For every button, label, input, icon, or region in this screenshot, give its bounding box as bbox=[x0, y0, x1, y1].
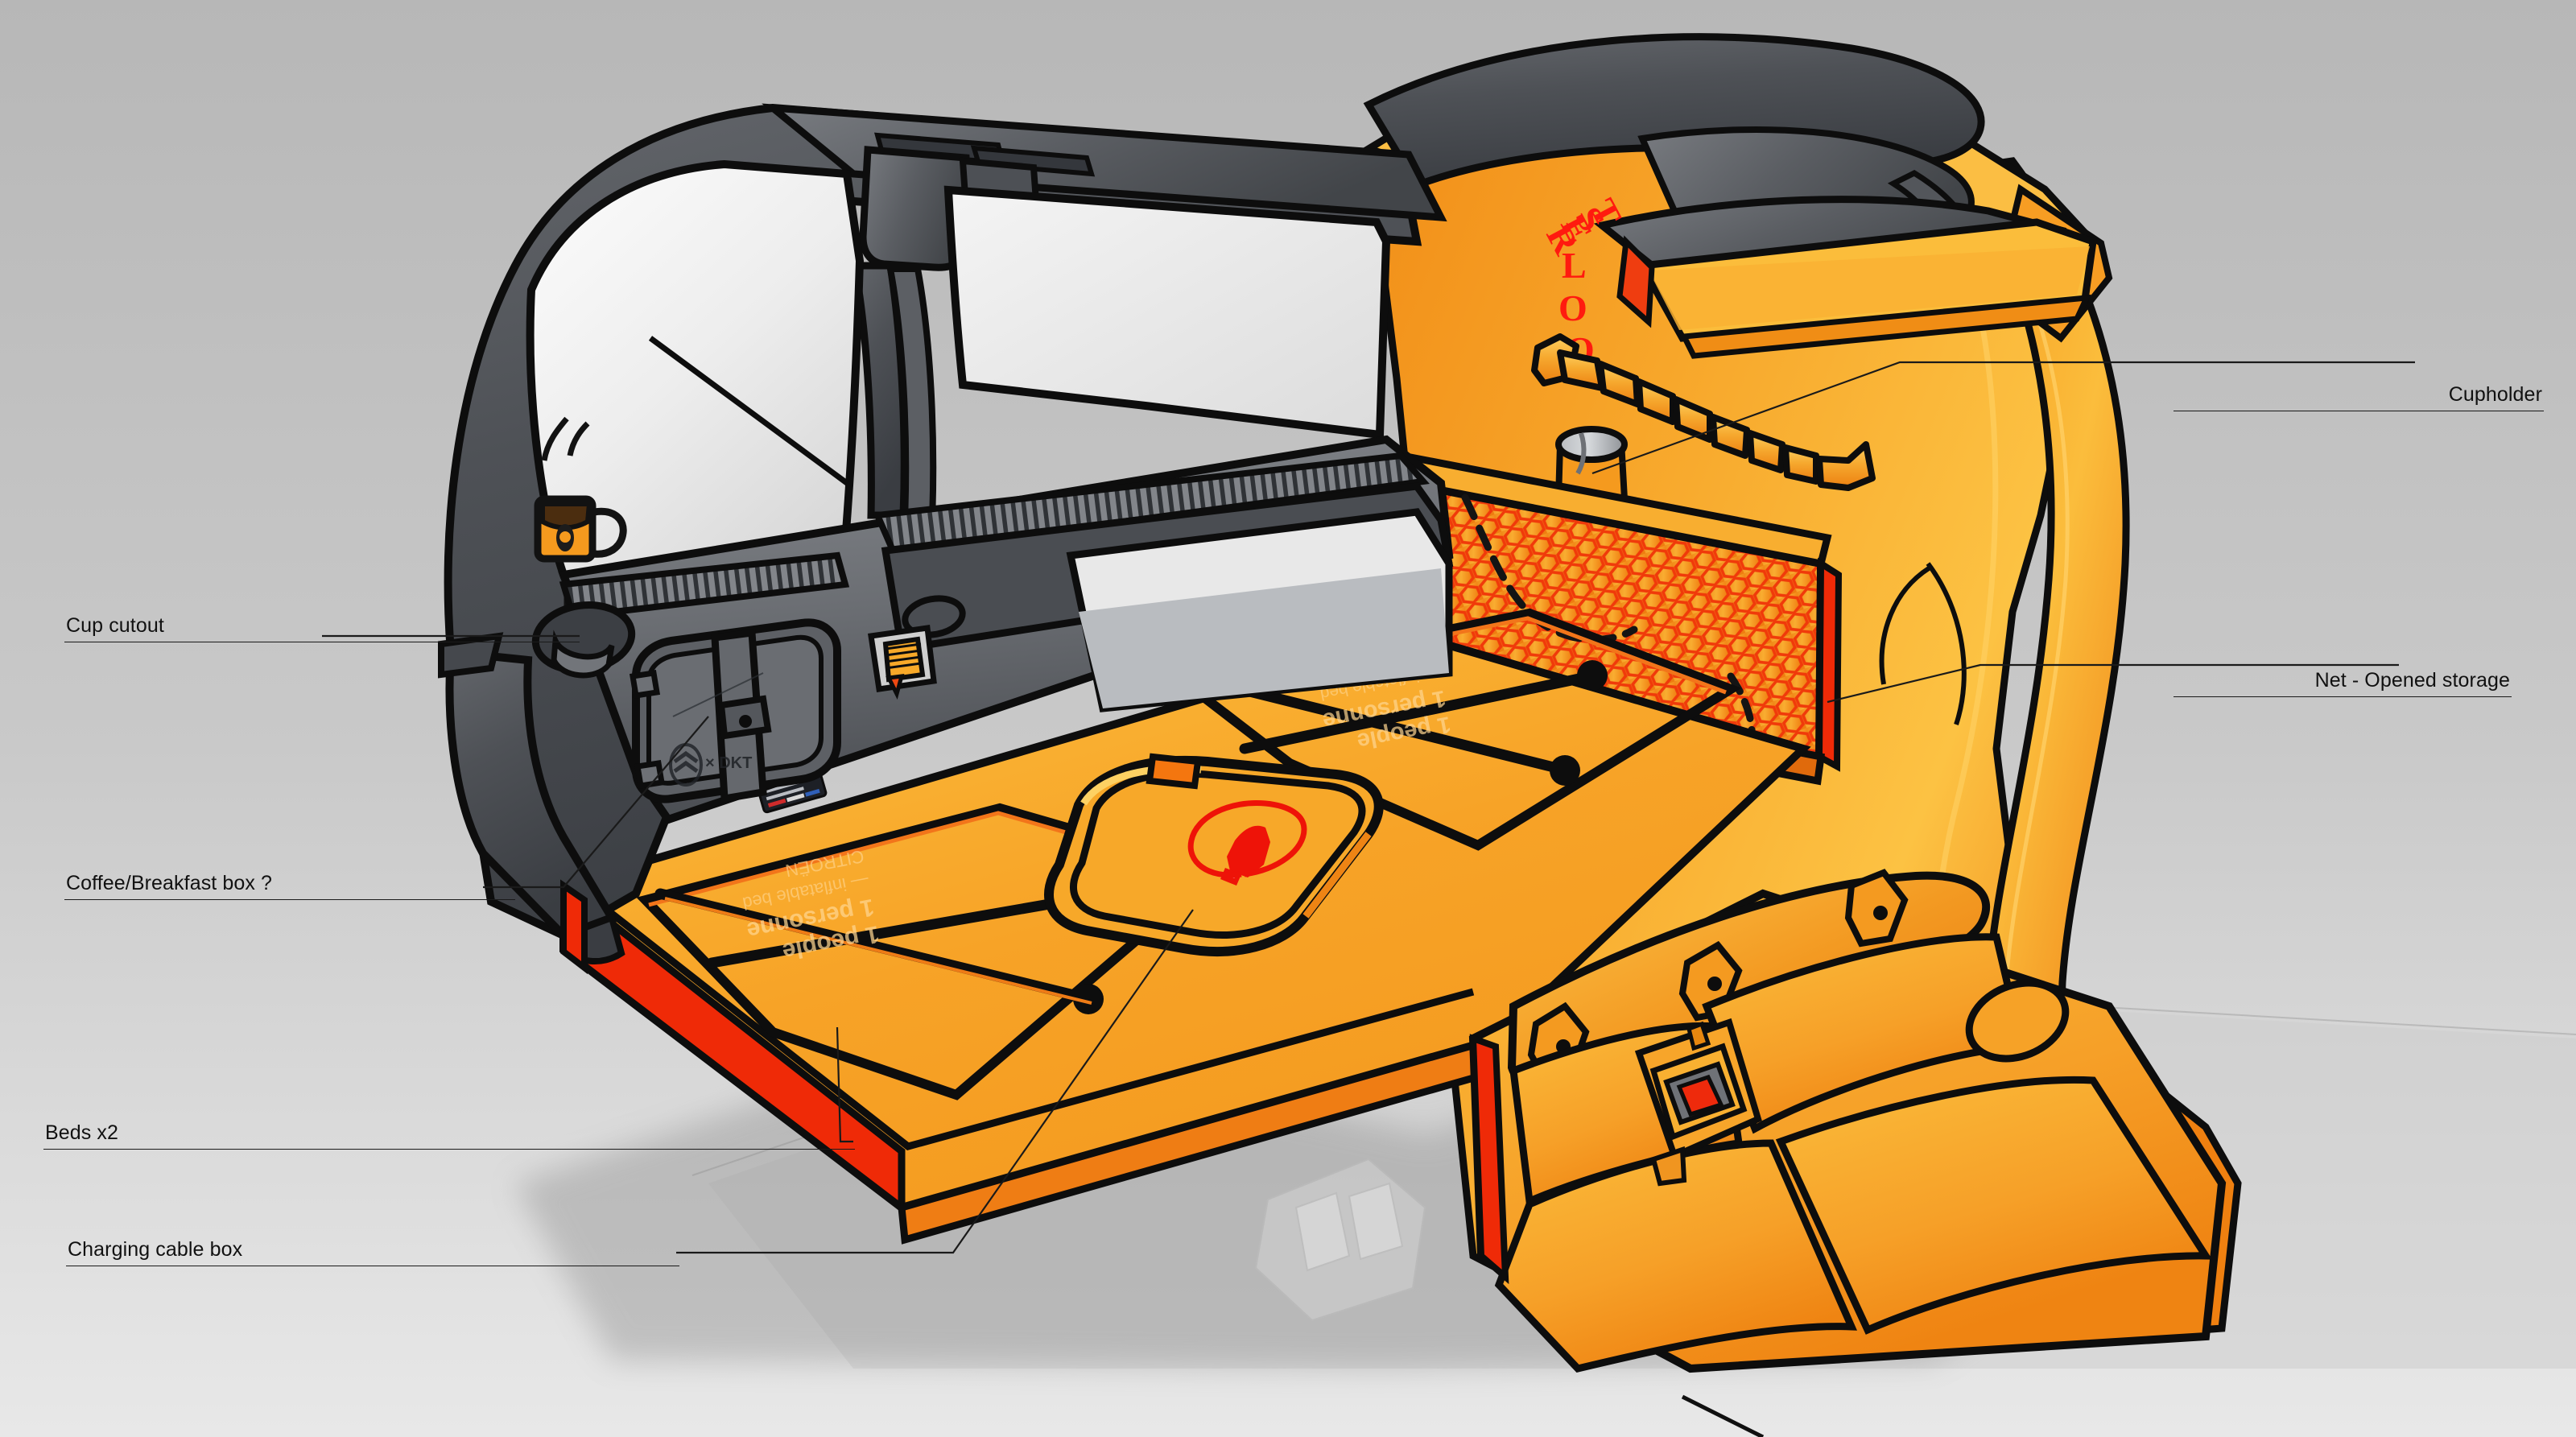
parcel-shelf bbox=[1593, 196, 2097, 359]
callout-label: Net - Opened storage bbox=[2314, 669, 2510, 692]
dash-boss bbox=[902, 595, 966, 638]
leader-charging-box bbox=[676, 909, 1194, 1254]
citroen-chevrons-icon bbox=[669, 743, 703, 787]
callout-label: Cup cutout bbox=[66, 614, 164, 637]
leader-beds bbox=[836, 1026, 853, 1143]
callout-charging-cable-box: Charging cable box bbox=[66, 1240, 679, 1266]
callout-label: Beds x2 bbox=[45, 1121, 119, 1144]
coffee-breakfast-box[interactable]: × DKT bbox=[629, 618, 841, 803]
leader-cupholder bbox=[1591, 361, 2415, 475]
cabin-structure: × DKT bbox=[438, 103, 1454, 964]
vent-louvers bbox=[873, 452, 1430, 556]
power-plug-icon bbox=[1187, 799, 1307, 886]
modular-strap-rail bbox=[1531, 333, 1876, 491]
side-cup-recess bbox=[1965, 979, 2070, 1063]
charging-cable-box[interactable] bbox=[1044, 753, 1384, 956]
glass-reflection-line bbox=[648, 336, 849, 485]
coffee-mug-icon bbox=[534, 416, 627, 621]
ground-edge-line bbox=[1681, 1394, 1765, 1437]
svg-text:O: O bbox=[1558, 287, 1587, 328]
callout-rule bbox=[64, 899, 515, 900]
callout-label: Charging cable box bbox=[68, 1238, 243, 1261]
callout-rule bbox=[43, 1149, 855, 1150]
cup-cutout[interactable] bbox=[531, 599, 636, 679]
platform-edge-trim bbox=[560, 879, 588, 975]
dash-slot-item bbox=[868, 625, 937, 700]
callout-label: Coffee/Breakfast box ? bbox=[66, 872, 273, 894]
floor-object bbox=[1254, 1158, 1426, 1322]
left-window-glass bbox=[526, 159, 865, 601]
callout-coffee-breakfast-box: Coffee/Breakfast box ? bbox=[64, 873, 515, 900]
leader-coffee-box bbox=[483, 716, 709, 889]
callout-cup-cutout: Cup cutout bbox=[64, 616, 580, 642]
console-brand-mark: × DKT bbox=[705, 754, 752, 772]
callout-net-opened-storage: Net - Opened storage bbox=[2174, 671, 2512, 697]
callout-rule bbox=[2174, 696, 2512, 697]
rear-seat-bench bbox=[1468, 869, 2227, 1373]
callout-cupholder: Cupholder bbox=[2174, 385, 2544, 411]
rear-window-glass bbox=[943, 185, 1391, 440]
bed-left-badge: 1 people 1 personne — inflatable bed CIT… bbox=[741, 846, 881, 965]
leader-net-storage bbox=[1827, 663, 2399, 704]
callout-beds: Beds x2 bbox=[43, 1123, 855, 1150]
callout-leader-lines bbox=[322, 361, 2415, 1254]
callout-label: Cupholder bbox=[2448, 383, 2542, 406]
svg-text:L: L bbox=[1562, 245, 1587, 286]
